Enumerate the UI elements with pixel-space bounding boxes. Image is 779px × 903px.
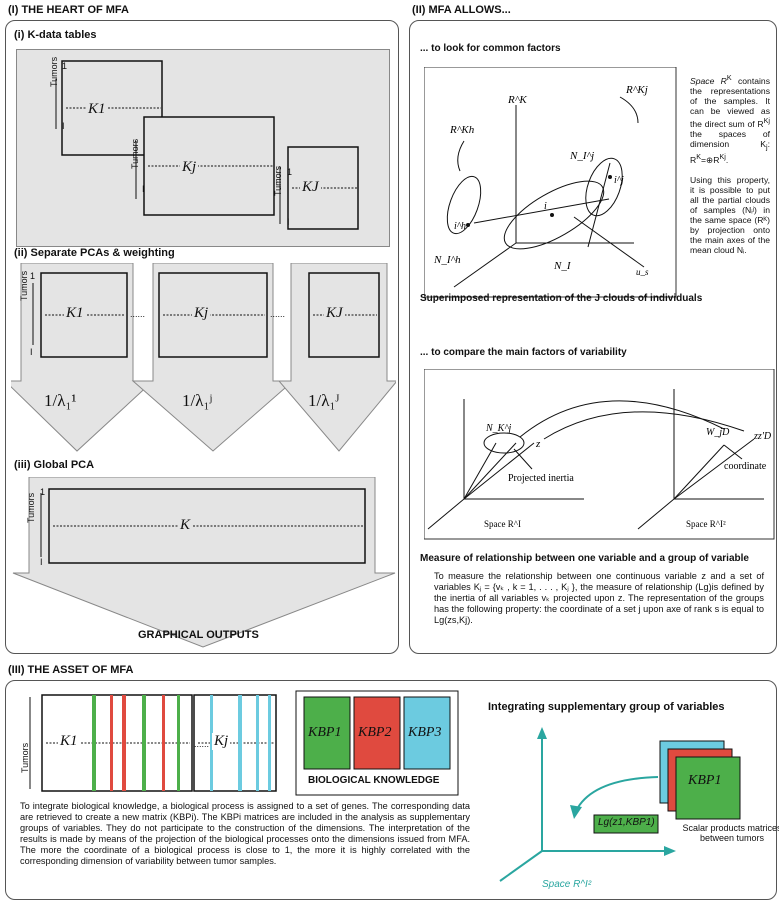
table-kJ-label: KJ xyxy=(300,179,321,196)
ih-label: i^h xyxy=(454,221,466,232)
nkj-label: N_K^j xyxy=(485,423,512,434)
i-label: i xyxy=(544,201,547,212)
mfa-allows-panel: ... to look for common factors R^K R^Kj … xyxy=(409,20,777,654)
zzd-label: zz'D xyxy=(753,431,772,442)
common-factors-caption: Superimposed representation of the J clo… xyxy=(420,293,703,304)
row-1-label-4: 1 xyxy=(30,271,36,281)
z-label: z xyxy=(535,438,541,450)
asset-description: To integrate biological knowledge, a bio… xyxy=(20,801,470,866)
weight-1: 1/λ₁¹ xyxy=(44,391,77,410)
compare-factors-diagram: N_K^j z W_jD zz'D Projected inertia coor… xyxy=(424,369,775,540)
rkh-label: R^Kh xyxy=(449,124,475,136)
subsection-title-global-pca: (iii) Global PCA xyxy=(14,459,95,471)
space-ri2-asset-label: Space R^I² xyxy=(542,879,592,890)
weight-j: 1/λ₁ʲ xyxy=(182,391,213,410)
space-rk-text-6: . xyxy=(725,155,729,166)
table-kj-label: Kj xyxy=(180,159,199,176)
kbp1-label: KBP1 xyxy=(308,725,342,740)
kbp1-stack-label: KBP1 xyxy=(688,773,722,788)
asset-tables-diagram xyxy=(29,690,459,796)
integrating-diagram xyxy=(499,727,741,882)
scalar-products-label: Scalar products matrices between tumors xyxy=(682,823,779,843)
tumors-label-6: Tumors xyxy=(20,742,30,773)
space-rk-text-4: : R xyxy=(690,138,770,166)
section-title-heart: (I) THE HEART OF MFA xyxy=(8,4,129,16)
measure-caption: Measure of relationship between one vari… xyxy=(420,553,749,564)
asset-kj-label: Kj xyxy=(212,733,231,750)
common-factors-title: ... to look for common factors xyxy=(420,43,561,54)
nih-label: N_I^h xyxy=(433,254,461,266)
tumors-label-1: Tumors xyxy=(49,56,59,87)
projected-inertia-label: Projected inertia xyxy=(508,473,574,484)
row-I-label: I xyxy=(62,121,65,131)
asset-panel: Tumors K1 Kj ...... KBP1 KBP2 KBP3 BIOLO… xyxy=(5,680,779,900)
nij-label: N_I^j xyxy=(569,150,594,162)
space-rk-text-5: =⊕R xyxy=(701,155,720,166)
section-title-mfa-allows: (II) MFA ALLOWS... xyxy=(412,4,511,16)
ni-label: N_I xyxy=(553,260,572,272)
wjd-label: W_jD xyxy=(706,427,730,438)
asset-dots: ...... xyxy=(194,739,210,749)
asset-k1-label: K1 xyxy=(58,733,80,750)
heart-panel: (i) K-data tables Tumors 1 I K1 Tumors I… xyxy=(5,20,399,654)
measure-text: To measure the relationship between one … xyxy=(434,571,764,625)
row-I-label-2: I xyxy=(142,184,145,194)
dots-2: ...... xyxy=(270,309,286,319)
row-1-label-3: 1 xyxy=(287,167,293,177)
dots-1: ...... xyxy=(130,309,146,319)
tumors-label-4: Tumors xyxy=(19,270,29,301)
subsection-title-separate-pcas: (ii) Separate PCAs & weighting xyxy=(14,247,175,259)
space-ri2-label: Space R^I² xyxy=(686,519,726,529)
subsection-title-k-data: (i) K-data tables xyxy=(14,29,97,41)
separate-pcas-diagram xyxy=(11,263,396,452)
pca-kJ-label: KJ xyxy=(324,305,345,322)
row-1-label: 1 xyxy=(62,61,68,71)
coordinate-label: coordinate xyxy=(724,461,767,472)
row-1-label-5: 1 xyxy=(40,487,46,497)
tumors-label-5: Tumors xyxy=(26,492,36,523)
table-k1-label: K1 xyxy=(86,101,108,118)
biological-knowledge-label: BIOLOGICAL KNOWLEDGE xyxy=(308,775,440,786)
using-property-text: Using this property, it is possible to p… xyxy=(690,175,770,255)
kbp2-label: KBP2 xyxy=(358,725,392,740)
pca-kj-label: Kj xyxy=(192,305,211,322)
space-rk-text-3: the spaces of dimension K xyxy=(690,128,770,149)
space-rk-text: Space RK contains the representations of… xyxy=(690,74,770,166)
rkj-label: R^Kj xyxy=(625,84,648,96)
tumors-label-2: Tumors xyxy=(130,138,140,169)
rk-label: R^K xyxy=(507,94,527,106)
tumors-label-3: Tumors xyxy=(273,165,283,196)
row-I-label-4: I xyxy=(30,347,33,357)
space-rk-text-2: contains the representations of the samp… xyxy=(690,75,770,129)
global-pca-diagram xyxy=(12,477,396,648)
k-data-tables-diagram xyxy=(55,60,359,230)
row-I-label-3: I xyxy=(287,217,290,227)
compare-factors-title: ... to compare the main factors of varia… xyxy=(420,347,627,358)
row-I-label-5: I xyxy=(40,557,43,567)
global-k-label: K xyxy=(178,517,193,534)
weight-J: 1/λ₁ᴶ xyxy=(308,391,340,410)
space-rk-text-1: Space R xyxy=(690,75,727,86)
graphical-outputs-label: GRAPHICAL OUTPUTS xyxy=(138,629,259,641)
integrating-title: Integrating supplementary group of varia… xyxy=(488,701,725,713)
ij-label: i^j xyxy=(614,175,624,186)
space-ri-label: Space R^I xyxy=(484,519,521,529)
us-label: u_s xyxy=(636,267,649,277)
lg-label: Lg(z1,KBP1) xyxy=(598,817,655,828)
common-factors-diagram: R^K R^Kj R^Kh N_I^j N_I^h N_I i^j i^h i … xyxy=(424,67,677,298)
section-title-asset: (III) THE ASSET OF MFA xyxy=(8,664,134,676)
kbp3-label: KBP3 xyxy=(408,725,442,740)
pca-k1-label: K1 xyxy=(64,305,86,322)
